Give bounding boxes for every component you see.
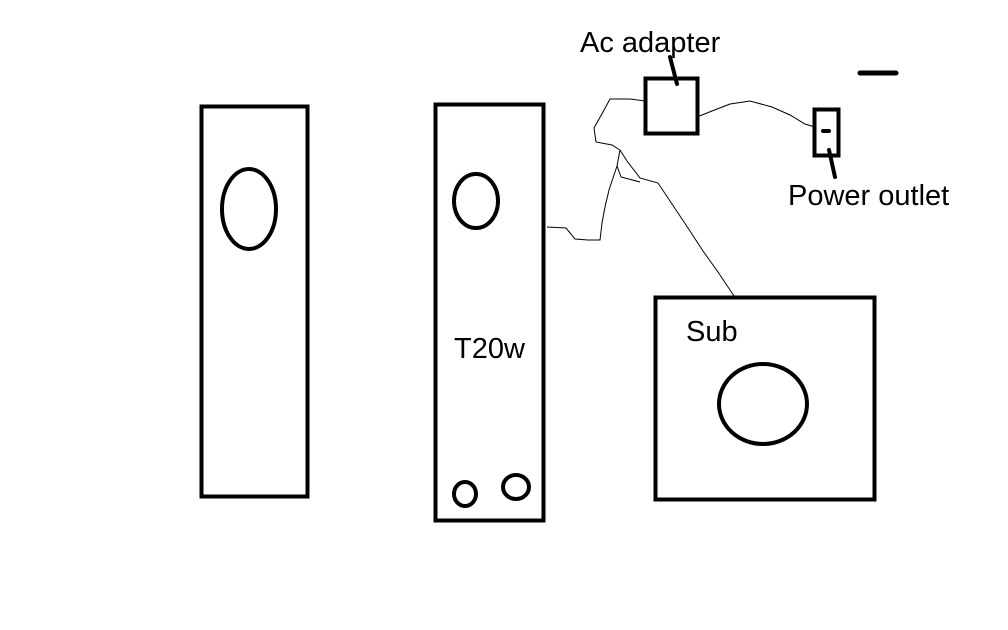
left-speaker-driver: [220, 167, 278, 251]
ac-adapter: Ac adapter: [580, 27, 721, 136]
cables: [546, 98, 816, 297]
cable-hub-to-subwoofer: [619, 149, 735, 297]
amplifier-knob-right: [501, 473, 531, 501]
power-outlet-pointer: [827, 148, 837, 179]
subwoofer-driver: [717, 362, 809, 446]
cable-adapter-to-hub: [593, 98, 646, 151]
power-outlet-body: [812, 107, 841, 158]
amplifier-speaker: T20w: [433, 102, 546, 523]
left-speaker: [199, 104, 310, 499]
amplifier-speaker-label: T20w: [454, 333, 526, 365]
amplifier-speaker-body: [433, 102, 546, 523]
amplifier-knob-left: [452, 480, 478, 508]
ac-adapter-pointer: [668, 55, 679, 86]
subwoofer-body: [653, 295, 877, 502]
left-speaker-body: [199, 104, 310, 499]
ac-adapter-body: [643, 76, 700, 136]
cable-adapter-to-outlet: [696, 100, 816, 128]
subwoofer: Sub: [653, 295, 877, 502]
amplifier-speaker-driver: [452, 172, 500, 230]
power-outlet: Power outlet: [788, 70, 949, 212]
subwoofer-label: Sub: [686, 316, 738, 348]
cable-hub-to-amplifier: [546, 149, 621, 241]
ac-adapter-label: Ac adapter: [580, 27, 721, 59]
cable-hub-branch: [616, 165, 641, 183]
power-outlet-label: Power outlet: [788, 180, 949, 212]
